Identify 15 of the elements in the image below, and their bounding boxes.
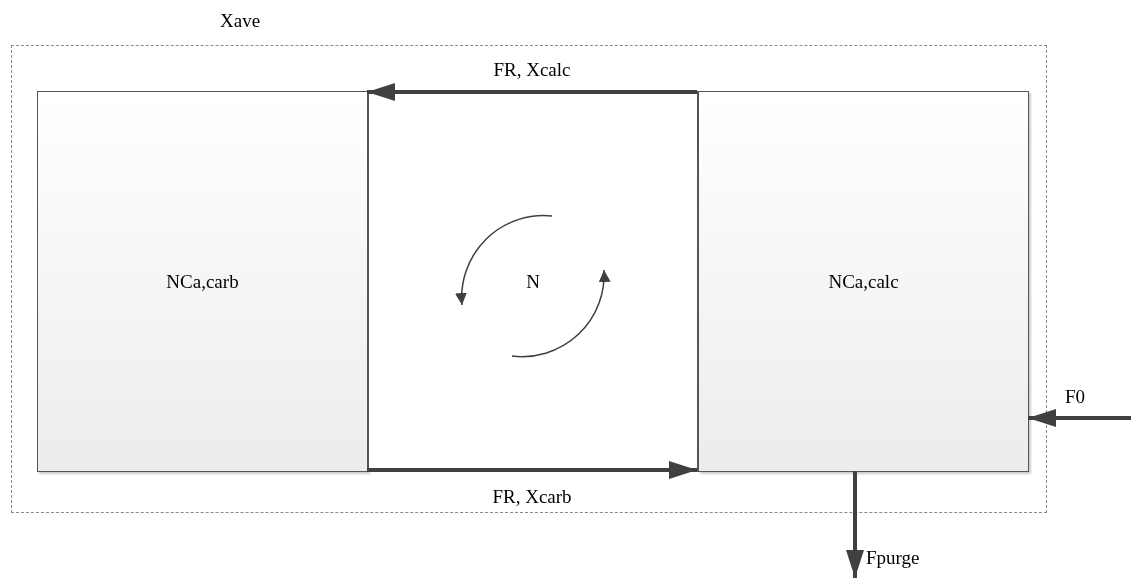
flow-arrow	[1028, 409, 1131, 427]
flow-arrow	[846, 471, 864, 578]
box-label: NCa,carb	[166, 270, 239, 293]
flow-arrow	[367, 83, 697, 101]
edge-label: FR, Xcalc	[493, 59, 571, 81]
reactor-box	[368, 91, 698, 472]
edge-label: FR, Xcarb	[492, 486, 572, 508]
flow-arrow	[367, 461, 697, 479]
boundary-label: Xave	[220, 10, 261, 32]
edge-label: Fpurge	[866, 547, 920, 569]
edge-label: F0	[1065, 386, 1086, 408]
reactor-box	[37, 91, 368, 472]
reactor-box	[698, 91, 1029, 472]
box-label: N	[526, 270, 540, 293]
box-label: NCa,calc	[828, 270, 899, 293]
